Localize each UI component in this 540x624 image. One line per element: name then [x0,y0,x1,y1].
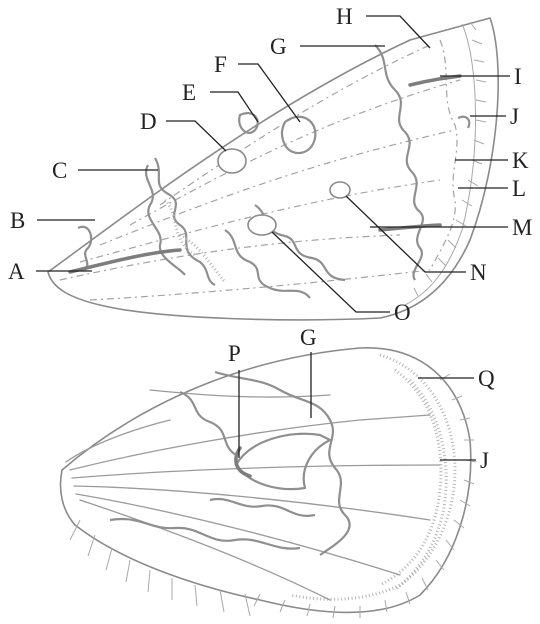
leader-E [210,92,258,122]
forewing-fringe [414,22,486,296]
hindwing-vein-2 [70,415,430,470]
leader-H [366,16,430,48]
label-M: M [512,215,532,240]
hindwing-vein-6 [80,500,330,600]
label-K: K [512,148,529,173]
label-N: N [470,260,487,285]
hindwing-marginal-band-2 [380,370,441,585]
hindwing: P G Q J [61,325,495,618]
leader-N [346,196,466,272]
forewing: A B C D E F G H I J K L M N O [8,4,532,325]
label-C: C [52,158,67,183]
hindwing-marginal-band-3 [395,380,446,590]
leader-O [272,232,390,312]
label-J-hindwing: J [480,448,489,473]
forewing-postmedial-line [375,45,423,280]
label-L: L [512,176,526,201]
forewing-reniform [282,117,315,153]
hindwing-vein-5 [76,494,400,575]
forewing-subterminal-line [430,40,457,270]
hindwing-inner-line [180,392,236,455]
forewing-discal-spot [248,215,276,235]
forewing-orbicular-spot [218,149,246,173]
hindwing-inner-hair [70,520,250,616]
label-B: B [10,208,25,233]
hindwing-vein-3 [72,465,440,478]
forewing-vein-5 [160,45,430,205]
forewing-vein-1 [60,235,400,280]
forewing-apical-streak [410,76,460,85]
forewing-antemedial-line-2 [146,165,185,275]
label-G-hindwing: G [300,325,317,350]
label-O: O [394,300,411,325]
forewing-apical-mark [458,117,469,128]
forewing-vein-6 [90,270,430,300]
leader-D [166,121,226,151]
label-P: P [228,341,241,366]
label-D: D [140,109,157,134]
forewing-medial-line [225,230,310,298]
label-F: F [214,52,227,77]
label-I: I [514,64,522,89]
hindwing-fringe [254,374,476,618]
label-Q: Q [478,366,495,391]
hindwing-discal-cell [236,434,330,489]
forewing-postmedial-spot [330,182,350,198]
hindwing-vein-1 [66,420,170,462]
forewing-outline [48,18,498,320]
hindwing-submarginal-line-2 [210,499,315,516]
forewing-antemedial-line [155,158,215,285]
hindwing-marginal-band [290,355,455,599]
label-A: A [8,259,25,284]
label-J: J [510,104,519,129]
hindwing-submarginal-line [110,519,300,549]
hindwing-outline [61,348,471,613]
label-H: H [336,4,353,29]
label-G: G [270,34,287,59]
label-E: E [182,80,196,105]
